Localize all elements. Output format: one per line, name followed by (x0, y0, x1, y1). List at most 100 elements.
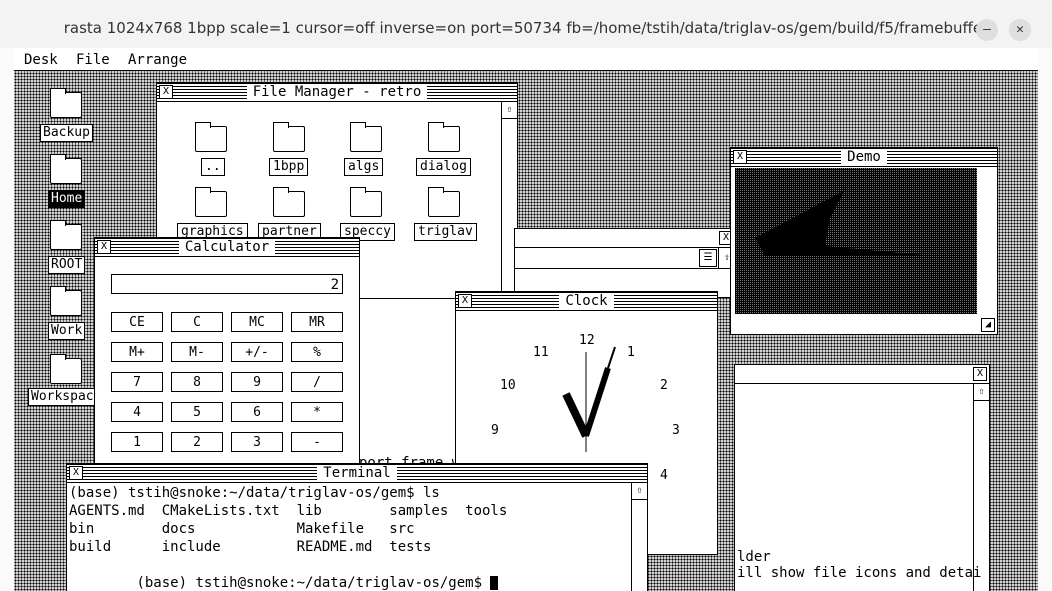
close-box[interactable]: X (733, 150, 747, 164)
calc-button-m-minus[interactable]: M- (171, 342, 223, 362)
info-window-titlebar[interactable]: X (735, 365, 989, 384)
calc-button-6[interactable]: 6 (231, 402, 283, 422)
clock-numeral-2: 2 (660, 378, 668, 393)
demo-graphic (755, 190, 935, 256)
clock-minute-hand (583, 367, 611, 437)
folder-icon (195, 122, 227, 152)
terminal-line: AGENTS.md CMakeLists.txt lib samples too… (69, 503, 508, 519)
folder-icon (350, 187, 382, 217)
file-item-label: triglav (414, 223, 477, 241)
drive-icon (50, 286, 82, 316)
clock-numeral-4: 4 (660, 468, 668, 483)
calc-button-subtract[interactable]: - (291, 432, 343, 452)
folder-icon (273, 122, 305, 152)
window-title: File Manager - retro (246, 84, 428, 100)
close-box[interactable]: X (973, 367, 987, 381)
minimize-button[interactable]: – (976, 19, 998, 41)
folder-icon (428, 122, 460, 152)
desktop-icon-label: Workspac (28, 388, 97, 406)
close-box[interactable]: X (69, 466, 83, 480)
terminal-line: build include README.md tests (69, 539, 432, 555)
close-box[interactable]: X (159, 85, 173, 99)
clock-minute-hand-tip (607, 346, 616, 369)
demo-titlebar[interactable]: X Demo (731, 148, 997, 167)
clock-numeral-10: 10 (500, 378, 516, 393)
info-text-line: lder (737, 549, 771, 565)
clock-numeral-11: 11 (533, 345, 549, 360)
menubar: Desk File Arrange (14, 48, 1038, 71)
info-text-line: ill show file icons and detai (737, 565, 982, 581)
window-title: Terminal (317, 465, 397, 481)
terminal-line: (base) tstih@snoke:~/data/triglav-os/gem… (69, 485, 440, 501)
scroll-up-icon[interactable]: ⇧ (718, 248, 735, 268)
close-button[interactable]: ✕ (1009, 19, 1031, 41)
clock-hour-hand (562, 392, 590, 438)
calc-button-percent[interactable]: % (291, 342, 343, 362)
file-manager-titlebar[interactable]: X File Manager - retro (157, 83, 517, 102)
vertical-scrollbar[interactable]: ⇧ (631, 483, 647, 591)
terminal-prompt: (base) tstih@snoke:~/data/triglav-os/gem… (136, 575, 491, 591)
desktop-icon-label: ROOT (48, 256, 86, 274)
window-title: Calculator (178, 239, 276, 255)
host-titlebar: rasta 1024x768 1bpp scale=1 cursor=off i… (0, 0, 1052, 48)
menu-file[interactable]: File (76, 52, 110, 68)
file-item-label: speccy (340, 223, 395, 241)
desktop-icon-label: Backup (40, 124, 93, 142)
scroll-up-icon[interactable]: ⇧ (974, 384, 989, 401)
drive-icon (50, 154, 82, 184)
window-title: Demo (841, 149, 887, 165)
vertical-scrollbar[interactable]: ⇧ (973, 384, 989, 591)
resize-handle[interactable]: ◢ (981, 318, 995, 332)
calc-button-c[interactable]: C (171, 312, 223, 332)
menu-icon[interactable]: ☰ (699, 249, 717, 267)
calc-button-mr[interactable]: MR (291, 312, 343, 332)
text-cursor (490, 576, 499, 590)
blank-window-titlebar[interactable]: X (515, 229, 735, 248)
calc-button-1[interactable]: 1 (111, 432, 163, 452)
calculator-titlebar[interactable]: X Calculator (95, 238, 359, 257)
calc-button-m-plus[interactable]: M+ (111, 342, 163, 362)
calc-button-mc[interactable]: MC (231, 312, 283, 332)
blank-window: X ☰ ⇧ (514, 228, 736, 298)
calc-button-ce[interactable]: CE (111, 312, 163, 332)
clock-numeral-9: 9 (491, 423, 499, 438)
folder-icon (50, 354, 82, 384)
menu-desk[interactable]: Desk (24, 52, 58, 68)
calc-button-4[interactable]: 4 (111, 402, 163, 422)
info-window: X ⇧ lder ill show file icons and detai (734, 364, 990, 591)
blank-window-toolbar: ☰ ⇧ (515, 248, 735, 269)
clock-numeral-3: 3 (672, 423, 680, 438)
terminal-titlebar[interactable]: X Terminal (67, 464, 647, 483)
close-box[interactable]: X (458, 294, 472, 308)
folder-icon (273, 187, 305, 217)
calc-button-8[interactable]: 8 (171, 372, 223, 392)
demo-window: X Demo ◢ (730, 147, 998, 335)
calc-button-2[interactable]: 2 (171, 432, 223, 452)
clock-numeral-1: 1 (627, 345, 635, 360)
scroll-up-icon[interactable]: ⇧ (632, 483, 647, 500)
calc-button-3[interactable]: 3 (231, 432, 283, 452)
folder-icon (195, 187, 227, 217)
calc-button-multiply[interactable]: * (291, 402, 343, 422)
calc-button-5[interactable]: 5 (171, 402, 223, 422)
framebuffer-screen: Desk File Arrange Backup Home ROOT Work … (14, 48, 1038, 591)
close-box[interactable]: X (97, 240, 111, 254)
calc-button-7[interactable]: 7 (111, 372, 163, 392)
file-item-label: dialog (416, 158, 471, 176)
clock-titlebar[interactable]: X Clock (456, 292, 717, 311)
calculator-window: X Calculator 2 CE C MC MR M+ M- +/- % 7 … (94, 237, 360, 487)
demo-shape (755, 190, 935, 256)
file-item-label: .. (201, 158, 225, 176)
calculator-display: 2 (111, 274, 343, 294)
calc-button-divide[interactable]: / (291, 372, 343, 392)
calc-button-negate[interactable]: +/- (231, 342, 283, 362)
menu-arrange[interactable]: Arrange (128, 52, 188, 68)
file-item-label: 1bpp (269, 158, 309, 176)
drive-icon (50, 88, 82, 118)
window-title: Clock (559, 293, 614, 309)
terminal-line: bin docs Makefile src (69, 521, 415, 537)
close-box[interactable]: X (719, 231, 733, 245)
calc-button-9[interactable]: 9 (231, 372, 283, 392)
scroll-up-icon[interactable]: ⇧ (502, 102, 517, 119)
folder-icon (350, 122, 382, 152)
